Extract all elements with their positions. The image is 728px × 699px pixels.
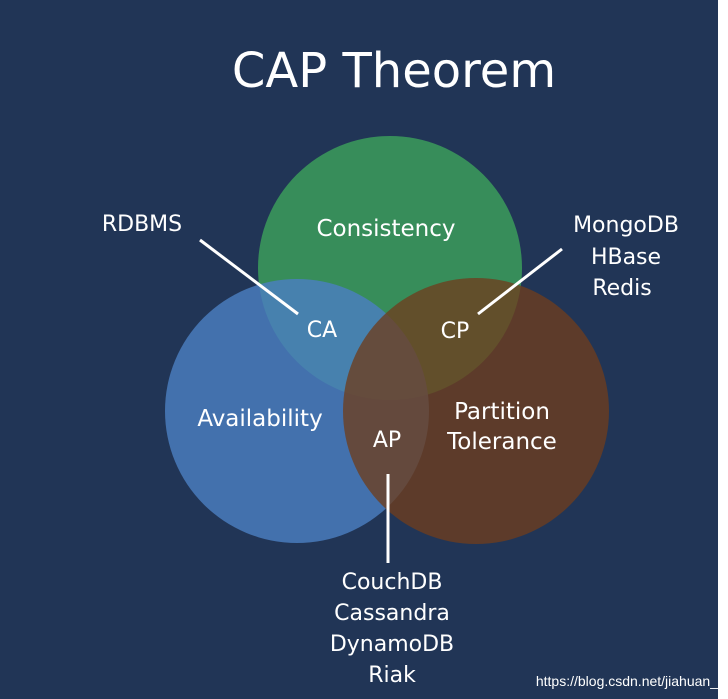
- ca-region-label: CA: [307, 318, 337, 343]
- ap-region-label: AP: [373, 428, 401, 453]
- system-label-dynamodb: DynamoDB: [330, 632, 454, 657]
- rdbms-connector: [199, 238, 299, 316]
- partition-tolerance-circle: [343, 278, 609, 544]
- diagram-title: CAP Theorem: [232, 43, 556, 99]
- watermark-text: https://blog.csdn.net/jiahuan_: [536, 673, 718, 689]
- system-label-hbase: HBase: [591, 245, 661, 270]
- consistency-label: Consistency: [316, 216, 455, 242]
- cp-region-label: CP: [441, 319, 470, 344]
- system-label-couchdb: CouchDB: [342, 570, 443, 595]
- system-label-redis: Redis: [592, 276, 651, 301]
- cp-systems-connector: [477, 247, 563, 316]
- system-label-rdbms: RDBMS: [102, 212, 182, 237]
- partition-label-line1: Partition: [454, 399, 550, 425]
- right-margin: [718, 0, 728, 699]
- partition-label-line2: Tolerance: [446, 429, 557, 455]
- system-label-mongodb: MongoDB: [573, 213, 679, 238]
- system-label-cassandra: Cassandra: [334, 601, 450, 626]
- availability-label: Availability: [197, 406, 322, 432]
- system-label-riak: Riak: [368, 663, 416, 688]
